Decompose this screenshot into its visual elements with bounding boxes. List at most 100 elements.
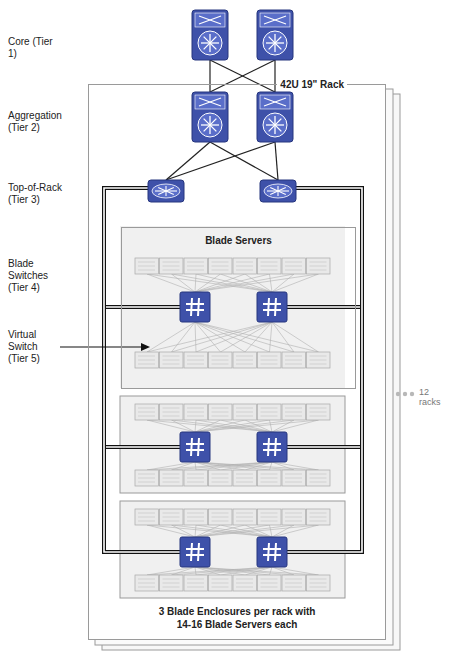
blade-detail [138,521,155,522]
blade-server [233,258,257,274]
virtual-link [270,274,273,292]
blade-detail [187,270,204,271]
blade-detail [310,587,327,588]
blade-switch-icon [191,438,192,456]
blade-detail [163,270,180,271]
virtual-link [195,525,196,537]
blade-detail [310,270,327,271]
blade-server [307,404,331,420]
virtual-link [221,525,273,537]
blade-detail [310,408,327,409]
blade-detail [187,416,204,417]
blade-detail [138,412,155,413]
blade-switch-icon [263,554,281,556]
blade-detail [261,270,278,271]
virtual-link [272,525,319,537]
blade-server [307,509,331,525]
blade-server [184,352,208,368]
virtual-link [272,274,294,292]
trunk-wire [104,188,180,307]
blade-server [282,404,306,420]
blade-detail [138,356,155,357]
switch-icon [198,113,222,137]
blade-server [184,509,208,525]
blade-detail [163,579,180,580]
blade-detail [138,587,155,588]
switch-icon [199,16,221,24]
switch-icon [199,16,221,24]
virtual-link [245,525,272,537]
blade-server [258,575,282,591]
switch-icon [270,187,286,194]
virtual-link [196,525,272,537]
blade-switch-icon [186,548,204,550]
virtual-link [196,420,272,432]
blade-detail [138,408,155,409]
blade-switch-icon [268,438,269,456]
virtual-link [172,525,273,537]
blade-detail [187,408,204,409]
switch-icon [260,95,290,109]
blade-server [209,575,233,591]
switch-icon [148,180,184,202]
virtual-link [221,322,273,352]
blade-server [258,258,282,274]
virtual-link [195,462,196,470]
blade-detail [285,408,302,409]
blade-detail [310,517,327,518]
blade-detail [285,364,302,365]
blade-server [282,575,306,591]
blade-switch-icon [275,438,276,456]
blade-detail [163,587,180,588]
blade-detail [187,583,204,584]
blade-detail [163,482,180,483]
virtual-link [172,322,273,352]
blade-detail [187,579,204,580]
virtual-link [172,420,273,432]
blade-server [258,404,282,420]
blade-server [209,509,233,525]
blade-detail [236,356,253,357]
blade-detail [236,579,253,580]
blade-detail [187,521,204,522]
blade-detail [310,356,327,357]
blade-detail [310,266,327,267]
virtual-link [272,322,294,352]
uplink-wire [275,142,278,180]
virtual-link [272,462,319,470]
more-racks-dot [403,392,407,396]
blade-enclosure [120,501,345,598]
virtual-link [195,420,196,432]
rack-heading: 42U 19" Rack [277,78,347,91]
blade-switch-icon [180,292,210,322]
blade-detail [212,270,229,271]
blade-detail [212,416,229,417]
blade-detail [310,478,327,479]
blade-detail [285,482,302,483]
trunk-wire [104,188,180,307]
blade-switch-icon [186,309,204,311]
blade-detail [236,416,253,417]
virtual-link [196,567,272,575]
blade-detail [285,270,302,271]
switch-icon [264,16,286,24]
virtual-link [272,462,294,470]
blade-detail [212,412,229,413]
blade-detail [261,583,278,584]
switch-icon [158,187,174,194]
blade-detail [163,474,180,475]
blade-detail [236,262,253,263]
blade-detail [212,587,229,588]
blade-detail [163,513,180,514]
blade-server [233,352,257,368]
blade-switch-icon [268,543,269,561]
virtual-link [147,525,272,537]
blade-detail [138,513,155,514]
virtual-link [270,567,273,575]
blade-server [135,470,159,486]
blade-server [184,258,208,274]
callout-arrowhead [141,343,150,351]
blade-detail [212,364,229,365]
blade-detail [285,266,302,267]
tier-label: Top-of-Rack (Tier 3) [8,182,80,206]
